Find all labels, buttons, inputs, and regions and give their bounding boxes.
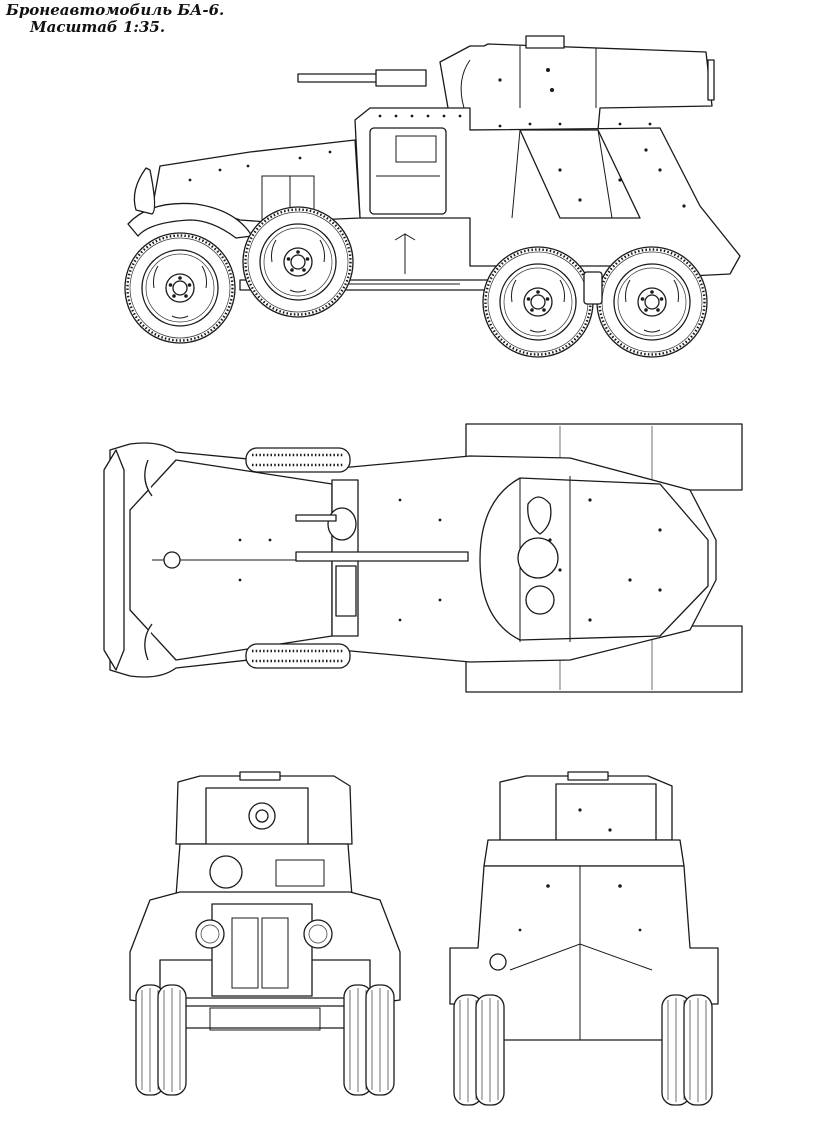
front-right-tire-outer: [365, 984, 395, 1096]
front-left-headlight: [195, 919, 225, 949]
side-door: [369, 127, 447, 215]
drawing-scale: Масштаб 1:35.: [30, 18, 166, 36]
rear-left-tire-inner: [475, 994, 505, 1106]
front-right-headlight: [303, 919, 333, 949]
side-rear-wheel-2: [595, 245, 709, 359]
top-right-wheel: [244, 642, 352, 670]
side-view: [123, 35, 741, 359]
top-left-wheel: [244, 446, 352, 474]
title-block: Бронеавтомобиль БА-6. Масштаб 1:35.: [6, 2, 326, 36]
top-main-gun: [295, 551, 469, 562]
side-rear-wheel-1: [481, 245, 595, 359]
top-view: [103, 423, 743, 693]
side-middle-wheel: [241, 205, 355, 319]
front-left-tire-inner: [157, 984, 187, 1096]
top-turret: [479, 477, 709, 641]
rear-right-tire-outer: [683, 994, 713, 1106]
drawing-title: Бронеавтомобиль БА-6.: [6, 1, 225, 19]
side-turret: [439, 43, 713, 131]
rear-view: [449, 771, 719, 1106]
front-view: [129, 771, 401, 1096]
front-bumper: [171, 997, 359, 1007]
side-front-wheel: [123, 231, 237, 345]
